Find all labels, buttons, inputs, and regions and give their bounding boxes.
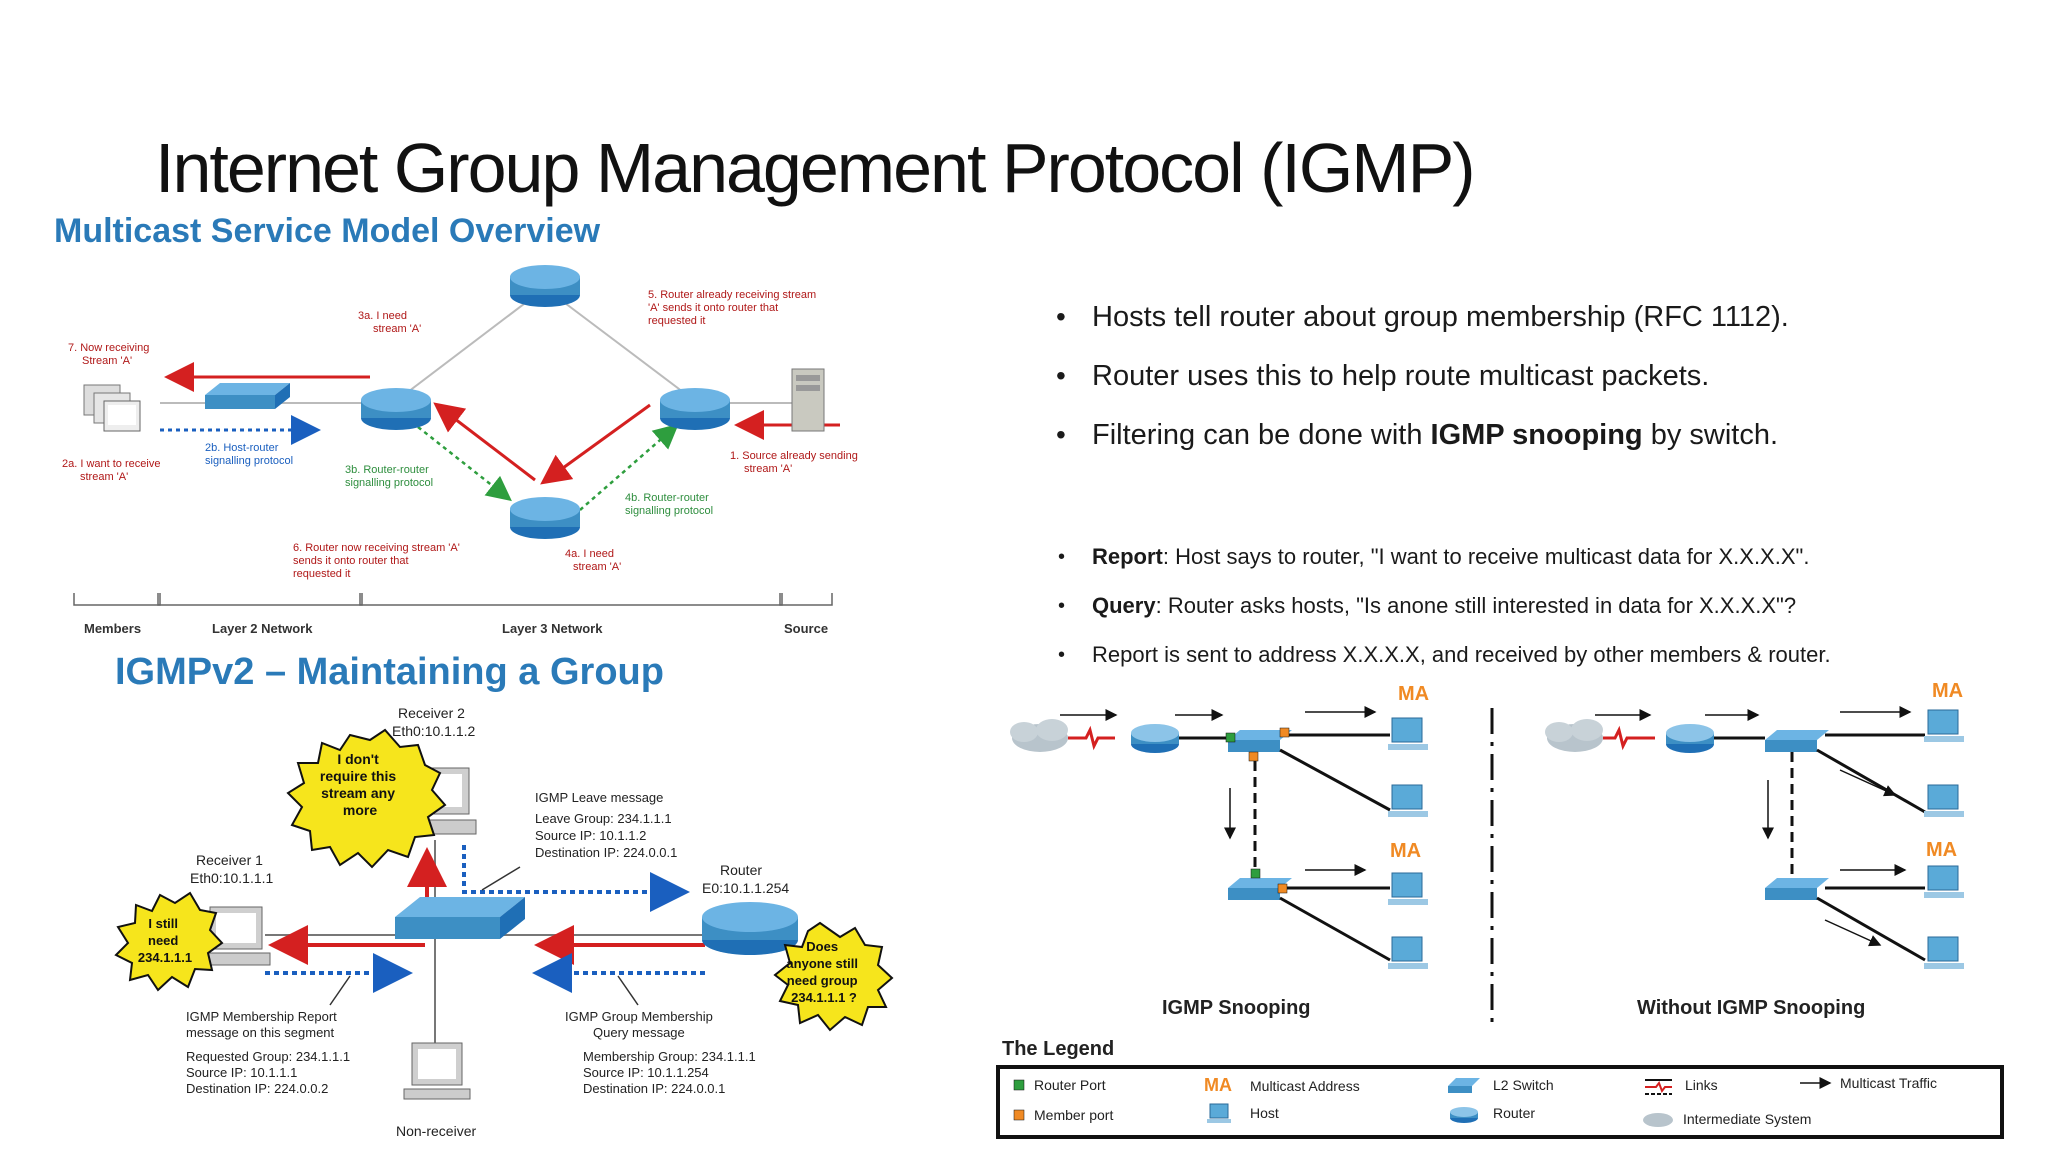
switch-icon <box>395 897 525 939</box>
bullet-item: Router uses this to help route multicast… <box>1040 361 2030 391</box>
cloud-icon <box>1010 719 1068 752</box>
step6-label: 6. Router now receiving stream 'A'sends … <box>293 542 460 580</box>
router-icon <box>660 388 730 430</box>
host-icon <box>1388 872 1428 905</box>
report-message: IGMP Membership Report message on this s… <box>186 1009 354 1096</box>
leave-message: IGMP Leave message Leave Group: 234.1.1.… <box>535 790 677 860</box>
main-bullet-list: Hosts tell router about group membership… <box>1040 302 2030 479</box>
legend-member-port: Member port <box>1034 1107 1113 1123</box>
links-icon <box>1645 1079 1672 1095</box>
legend-title: The Legend <box>1002 1038 1114 1060</box>
source-server-icon <box>791 368 825 432</box>
switch-icon <box>1228 878 1292 900</box>
legend-router: Router <box>1493 1105 1535 1121</box>
igmpv2-diagram: IGMPv2 – Maintaining a Group <box>114 651 894 1139</box>
svg-text:I don't require this: I don't require this stream any more <box>320 751 400 818</box>
bubble-receiver1: I still need 234.1.1.1 <box>114 891 224 992</box>
host-icon <box>1924 784 1964 817</box>
legend-host: Host <box>1250 1105 1279 1121</box>
router-icon <box>1666 724 1714 753</box>
detail-bullet-item: Report: Host says to router, "I want to … <box>1040 545 2030 570</box>
host-icon <box>1207 1103 1231 1123</box>
legend-router-port: Router Port <box>1034 1077 1106 1093</box>
igmp-snooping-diagram: MA MA IGMP Snooping MA MA Without IGMP S… <box>996 680 2004 1139</box>
switch-icon <box>1448 1078 1480 1093</box>
slide-title: Internet Group Management Protocol (IGMP… <box>155 129 1476 207</box>
switch-icon <box>1765 878 1829 900</box>
bubble-receiver2: I don't require this stream any more <box>286 728 447 869</box>
host-icon <box>1924 709 1964 742</box>
svg-text:Does anyone still: Does anyone still need group 234.1.1.1 ? <box>786 939 861 1005</box>
host-icon <box>1388 784 1428 817</box>
bullet-item: Filtering can be done with IGMP snooping… <box>1040 420 2030 450</box>
detail-bullet-list: Report: Host says to router, "I want to … <box>1040 545 2030 692</box>
router-icon <box>1450 1107 1478 1123</box>
cloud-icon <box>1643 1113 1673 1127</box>
left-caption: IGMP Snooping <box>1162 997 1311 1019</box>
legend-multicast-traffic: Multicast Traffic <box>1840 1075 1937 1091</box>
layer-members: Members <box>84 621 141 636</box>
legend-multicast-address: Multicast Address <box>1250 1078 1360 1094</box>
non-receiver-pc-icon <box>403 1042 471 1100</box>
bubble-router: Does anyone still need group 234.1.1.1 ? <box>773 921 894 1032</box>
cloud-icon <box>1545 719 1603 752</box>
ma-label: MA <box>1390 840 1421 862</box>
overview-title: Multicast Service Model Overview <box>54 212 601 250</box>
layer-3-network: Layer 3 Network <box>502 621 603 636</box>
layer-2-network: Layer 2 Network <box>212 621 313 636</box>
host-icon <box>1388 717 1428 750</box>
switch-icon <box>205 383 290 409</box>
ma-label: MA <box>1932 680 1963 702</box>
switch-icon <box>1228 730 1292 752</box>
host-icon <box>1388 936 1428 969</box>
legend-ma: MA <box>1204 1075 1232 1095</box>
legend-intermediate-system: Intermediate System <box>1683 1111 1811 1127</box>
layer-source: Source <box>784 621 828 636</box>
step5-label: 5. Router already receiving stream'A' se… <box>648 289 816 327</box>
switch-icon <box>1765 730 1829 752</box>
router-icon <box>1131 724 1179 753</box>
detail-bullet-item: Report is sent to address X.X.X.X, and r… <box>1040 643 2030 668</box>
multicast-overview-diagram: Multicast Service Model Overview <box>54 212 858 636</box>
router-icon <box>510 497 580 539</box>
router-icon <box>361 388 431 430</box>
legend-links: Links <box>1685 1077 1718 1093</box>
non-receiver-label: Non-receiver <box>396 1123 476 1139</box>
ma-label: MA <box>1926 839 1957 861</box>
igmpv2-title: IGMPv2 – Maintaining a Group <box>115 651 664 693</box>
query-message: IGMP Group Membership Query message Memb… <box>565 1009 759 1096</box>
host-icon <box>1924 936 1964 969</box>
legend-l2-switch: L2 Switch <box>1493 1077 1554 1093</box>
router-icon <box>510 265 580 307</box>
legend-box <box>996 1065 2004 1139</box>
right-caption: Without IGMP Snooping <box>1637 997 1865 1019</box>
detail-bullet-item: Query: Router asks hosts, "Is anone stil… <box>1040 594 2030 619</box>
member-hosts-icon <box>83 384 141 432</box>
bullet-item: Hosts tell router about group membership… <box>1040 302 2030 332</box>
router-icon <box>702 902 798 955</box>
svg-text:I still need 234.1: I still need 234.1.1.1 <box>138 916 192 965</box>
host-icon <box>1924 865 1964 898</box>
ma-label: MA <box>1398 683 1429 705</box>
